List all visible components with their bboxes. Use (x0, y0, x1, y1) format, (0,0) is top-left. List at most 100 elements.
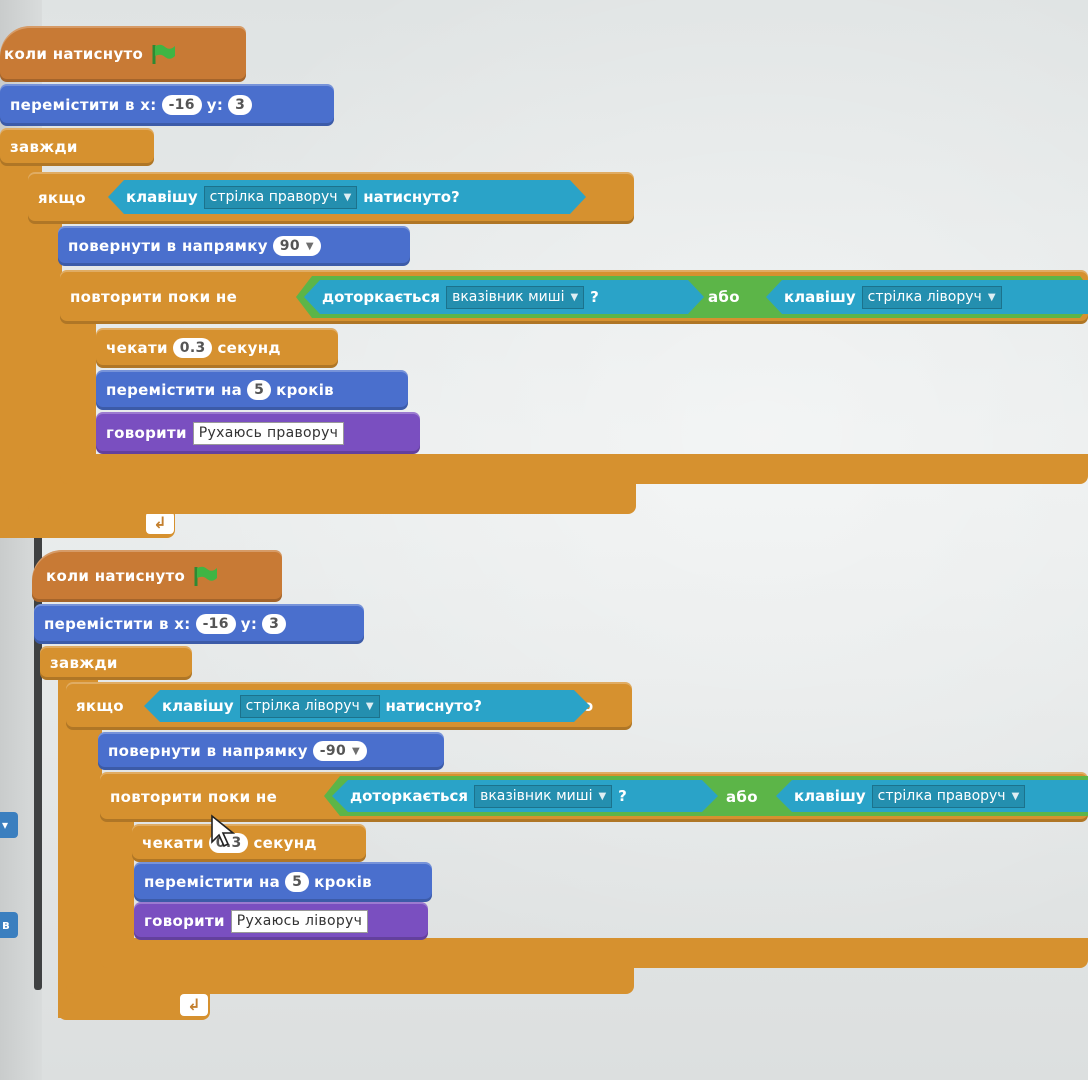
goto-label: перемістити в х: (44, 615, 191, 633)
forever-block[interactable]: завжди (40, 646, 192, 680)
dropdown-arrow-icon: ▼ (598, 790, 607, 802)
steps-input[interactable]: 5 (247, 380, 272, 400)
green-flag-icon (151, 43, 177, 65)
wait-block[interactable]: чекати 0.3 секунд (96, 328, 338, 368)
direction-value: 90 (279, 238, 300, 254)
dropdown-arrow-icon: ▼ (1011, 790, 1020, 802)
key-dropdown[interactable]: стрілка ліворуч ▼ (862, 286, 1002, 309)
key-pressed-boolean-2[interactable]: клавішу стрілка праворуч ▼ (776, 780, 1088, 812)
move-steps-block[interactable]: перемістити на 5 кроків (96, 370, 408, 410)
repeat-label: повторити поки не (110, 788, 278, 806)
forever-label: завжди (10, 138, 78, 156)
touching-boolean[interactable]: доторкається вказівник миші ▼ ? (332, 780, 718, 812)
go-to-xy-block[interactable]: перемістити в х: -16 у: 3 (34, 604, 364, 644)
wait-label: чекати (106, 339, 168, 357)
forever-label: завжди (50, 654, 118, 672)
key-label: клавішу (162, 697, 234, 715)
key-pressed-boolean[interactable]: клавішу стрілка ліворуч ▼ натиснуто? (144, 690, 590, 722)
wait-unit: секунд (253, 834, 317, 852)
touching-label: доторкається (350, 787, 469, 805)
loop-arrow-icon: ↲ (180, 994, 208, 1016)
palette-block-stub[interactable]: в (0, 912, 18, 938)
dropdown-arrow-icon: ▼ (365, 700, 374, 712)
steps-unit: кроків (314, 873, 372, 891)
or-label: або (726, 788, 758, 806)
direction-input[interactable]: -90▼ (312, 741, 367, 761)
move-label: перемістити на (106, 381, 243, 399)
repeat-bottom (100, 938, 1088, 968)
dropdown-arrow-icon: ▼ (343, 191, 352, 203)
key-dropdown[interactable]: стрілка ліворуч ▼ (240, 695, 380, 718)
wait-block[interactable]: чекати 0.3 секунд (132, 824, 366, 862)
key-value: стрілка праворуч (877, 788, 1006, 804)
say-label: говорити (144, 912, 225, 930)
key-dropdown[interactable]: стрілка праворуч ▼ (872, 785, 1026, 808)
touching-boolean[interactable]: доторкається вказівник миші ▼ ? (304, 280, 704, 314)
say-text-input[interactable]: Рухаюсь праворуч (192, 421, 345, 445)
say-block[interactable]: говорити Рухаюсь праворуч (96, 412, 420, 454)
key-value: стрілка праворуч (209, 189, 338, 205)
key-label: клавішу (126, 188, 198, 206)
loop-arrow-icon: ↲ (146, 512, 174, 534)
y-input[interactable]: 3 (262, 614, 287, 634)
palette-stub-label: в (2, 918, 10, 932)
point-in-direction-block[interactable]: повернути в напрямку -90▼ (98, 732, 444, 770)
forever-block[interactable]: завжди (0, 128, 154, 166)
repeat-bottom (60, 454, 1088, 484)
pressed-label: натиснуто? (385, 697, 482, 715)
go-to-xy-block[interactable]: перемістити в х: -16 у: 3 (0, 84, 334, 126)
green-flag-icon (193, 565, 219, 587)
key-value: стрілка ліворуч (245, 698, 360, 714)
if-arm (66, 688, 102, 994)
say-block[interactable]: говорити Рухаюсь ліворуч (134, 902, 428, 940)
wait-input[interactable]: 0.3 (172, 338, 213, 358)
key-value: стрілка ліворуч (867, 289, 982, 305)
if-label: якщо (76, 697, 124, 715)
goto-label: перемістити в х: (10, 96, 157, 114)
key-pressed-boolean-2[interactable]: клавішу стрілка ліворуч ▼ (766, 280, 1088, 314)
say-text-input[interactable]: Рухаюсь ліворуч (230, 909, 369, 933)
wait-unit: секунд (217, 339, 281, 357)
wait-label: чекати (142, 834, 204, 852)
move-label: перемістити на (144, 873, 281, 891)
question-mark: ? (618, 787, 627, 805)
x-input[interactable]: -16 (195, 614, 236, 634)
touching-value: вказівник миші (452, 289, 565, 305)
when-flag-clicked-hat[interactable]: коли натиснуто (32, 550, 282, 602)
move-steps-block[interactable]: перемістити на 5 кроків (134, 862, 432, 902)
key-pressed-boolean[interactable]: клавішу стрілка праворуч▼ натиснуто? (108, 180, 586, 214)
x-input[interactable]: -16 (161, 95, 202, 115)
point-in-direction-block[interactable]: повернути в напрямку 90 ▼ (58, 226, 410, 266)
when-flag-clicked-hat[interactable]: коли натиснуто (0, 26, 246, 82)
touching-dropdown[interactable]: вказівник миші ▼ (474, 785, 612, 808)
key-label: клавішу (784, 288, 856, 306)
or-label: або (708, 288, 740, 306)
direction-label: повернути в напрямку (108, 742, 308, 760)
touching-dropdown[interactable]: вказівник миші ▼ (446, 286, 584, 309)
touching-value: вказівник миші (480, 788, 593, 804)
palette-block-stub[interactable]: ▾ (0, 812, 18, 838)
say-label: говорити (106, 424, 187, 442)
palette-scrollbar[interactable] (34, 520, 42, 990)
touching-label: доторкається (322, 288, 441, 306)
mouse-pointer-icon (211, 814, 236, 848)
if-bottom (66, 964, 634, 994)
key-label: клавішу (794, 787, 866, 805)
question-mark: ? (590, 288, 599, 306)
steps-input[interactable]: 5 (285, 872, 310, 892)
steps-unit: кроків (276, 381, 334, 399)
dropdown-arrow-icon: ▼ (352, 745, 360, 757)
y-label: у: (240, 615, 258, 633)
direction-input[interactable]: 90 ▼ (272, 236, 321, 256)
key-dropdown[interactable]: стрілка праворуч ▼ (204, 186, 358, 209)
palette-stub-arrow: ▾ (2, 818, 9, 832)
y-input[interactable]: 3 (228, 95, 253, 115)
if-arm (28, 178, 62, 514)
repeat-label: повторити поки не (70, 288, 238, 306)
dropdown-arrow-icon: ▼ (987, 291, 996, 303)
dropdown-arrow-icon: ▼ (570, 291, 579, 303)
if-bottom (28, 484, 636, 514)
direction-label: повернути в напрямку (68, 237, 268, 255)
dropdown-arrow-icon: ▼ (305, 240, 314, 252)
